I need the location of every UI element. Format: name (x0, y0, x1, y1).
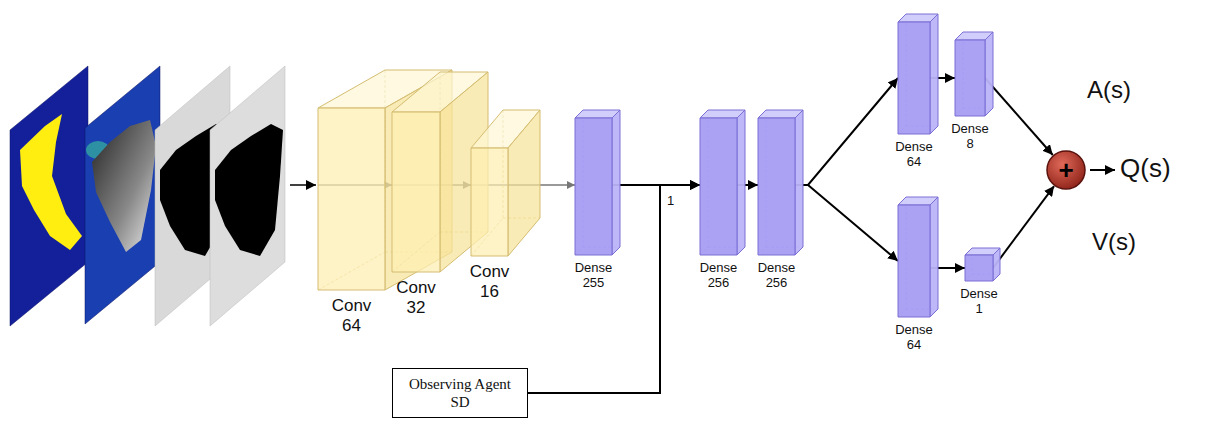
layer-block (575, 118, 612, 255)
sum-circle-fill (1047, 151, 1085, 189)
block-face (898, 22, 930, 134)
conv-layer: Conv 64 (318, 108, 385, 290)
layer-label: Conv 16 (462, 262, 518, 301)
layer-block (965, 255, 993, 281)
block-face (700, 118, 737, 255)
sum-node: + (1046, 150, 1086, 190)
connector (985, 78, 1053, 155)
layer-block (471, 148, 508, 256)
output-label-box: Q(s) (1120, 153, 1171, 184)
layer-block (955, 40, 985, 116)
layer-block (758, 118, 795, 255)
block-face (955, 40, 985, 116)
block-face (508, 110, 540, 256)
dense-layer: Dense 256 (758, 118, 795, 255)
dense-layer: Dense 256 (700, 118, 737, 255)
dense-layer: Dense 64 (898, 22, 930, 134)
box-text: Observing Agent SD (401, 375, 519, 411)
block-face (993, 248, 1000, 281)
edge-label-box: V(s) (1090, 228, 1138, 256)
layer-label: Dense 1 (956, 287, 1002, 317)
block-face (965, 255, 993, 281)
edge-label: V(s) (1090, 228, 1138, 256)
connector (795, 185, 898, 261)
block-face (758, 118, 795, 255)
layer-block (898, 22, 930, 134)
block-face (471, 148, 508, 256)
dense-layer: Dense 8 (955, 40, 985, 116)
layer-block (392, 112, 440, 272)
layer-label: Dense 8 (947, 122, 993, 152)
connector (993, 186, 1054, 268)
block-face (318, 108, 385, 290)
dense-layer: Dense 64 (898, 205, 930, 317)
layer-label: Dense 256 (696, 261, 742, 291)
layer-label: Dense 255 (571, 261, 617, 291)
dense-layer: Dense 1 (965, 255, 993, 281)
block-face (392, 112, 440, 272)
block-face (612, 110, 620, 255)
edge-label: 1 (665, 193, 676, 208)
frame (210, 66, 285, 326)
sum-symbol: + (1046, 150, 1086, 190)
conv-layer: Conv 32 (392, 112, 440, 272)
layer-label: Dense 64 (891, 140, 937, 170)
connector (795, 78, 898, 185)
block-face (898, 205, 930, 317)
layer-block (318, 108, 385, 290)
dense-layer: Dense 255 (575, 118, 612, 255)
block-face (575, 118, 612, 255)
frame (10, 66, 88, 326)
block-face (795, 110, 803, 255)
layer-label: Conv 32 (388, 278, 444, 317)
layer-label: Conv 64 (324, 296, 380, 335)
frame-blob (20, 114, 82, 250)
frame-blob (92, 120, 156, 252)
frame-blob (215, 124, 283, 256)
layer-block (700, 118, 737, 255)
edge-label-box: A(s) (1085, 76, 1133, 104)
edge-label: A(s) (1085, 76, 1133, 104)
input-box: Observing Agent SD (392, 368, 528, 418)
block-face (930, 197, 938, 317)
output-arrow (1090, 169, 1115, 171)
layer-label: Dense 256 (754, 261, 800, 291)
block-face (930, 14, 938, 134)
frame (85, 66, 160, 324)
block-face (737, 110, 745, 255)
layer-label: Dense 64 (891, 323, 937, 353)
edge-label-box: 1 (665, 193, 676, 208)
input-arrow (290, 184, 316, 186)
layer-block (898, 205, 930, 317)
block-face (985, 32, 993, 116)
output-label: Q(s) (1120, 153, 1171, 184)
conv-layer: Conv 16 (471, 148, 508, 256)
